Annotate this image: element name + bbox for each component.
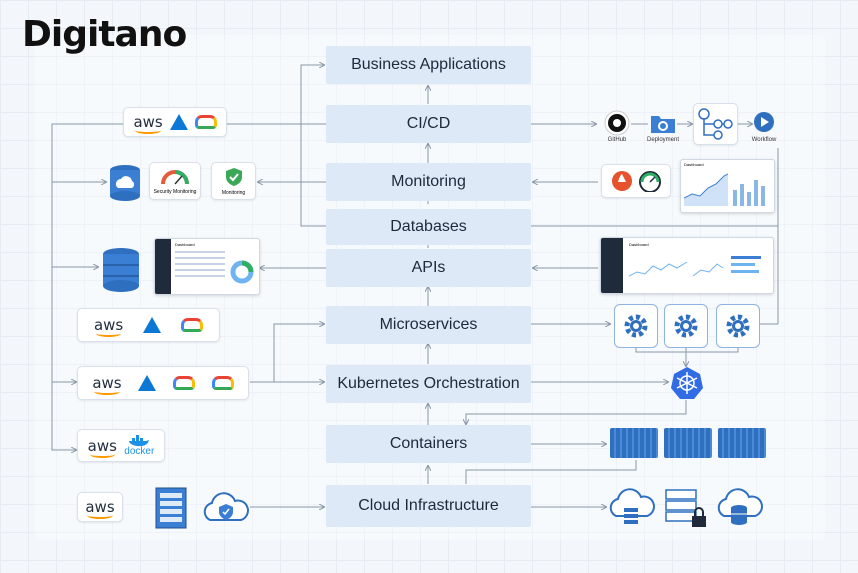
microservice-box-3	[716, 304, 760, 348]
monitoring-dashboard: Dashboard	[680, 159, 775, 213]
cloud-providers-card-microservices: aws	[77, 308, 220, 342]
shield-icon	[225, 167, 242, 186]
layer-cloud-infrastructure: Cloud Infrastructure	[326, 485, 531, 527]
aws-docker-card: aws docker	[77, 429, 165, 462]
cloud-upload-database-icon	[110, 165, 140, 201]
cloud-providers-card-kubernetes: aws	[77, 366, 249, 400]
server-lock-icon	[665, 489, 706, 527]
server-rack-icon	[155, 487, 187, 529]
layer-monitoring: Monitoring	[326, 163, 531, 201]
prometheus-icon	[611, 171, 632, 191]
bar-chart-icon	[733, 180, 765, 206]
folder-gear-icon	[651, 116, 675, 133]
aws-logo: aws	[92, 374, 122, 395]
gear-icon	[624, 314, 648, 338]
google-cloud-icon	[172, 376, 195, 390]
docker-logo: docker	[124, 434, 154, 457]
azure-icon	[169, 114, 188, 130]
microservice-box-1	[614, 304, 658, 348]
workflow-label: Workflow	[751, 137, 777, 143]
gauge-icon	[638, 171, 661, 192]
aws-card-cloud: aws	[77, 492, 123, 522]
github-icon	[604, 110, 630, 136]
brand-logo: Digitano	[22, 14, 187, 55]
kubernetes-icon	[671, 367, 703, 399]
play-icon	[754, 112, 774, 132]
donut-chart-icon	[230, 260, 254, 284]
deployment-label: Deployment	[646, 137, 679, 143]
line-chart-icon	[629, 261, 688, 277]
layer-apis: APIs	[326, 249, 531, 287]
cloud-providers-card-cicd: aws	[123, 107, 227, 137]
layer-business-applications: Business Applications	[326, 46, 531, 84]
gear-icon	[726, 314, 750, 338]
microservice-box-2	[664, 304, 708, 348]
workflow-diagram-card	[693, 103, 738, 145]
cloud-server-icon	[609, 488, 655, 524]
workflow-icon	[697, 108, 733, 140]
container-icon	[718, 428, 766, 458]
monitoring-tools-card	[601, 164, 671, 198]
api-dashboard-left: Dashboard	[154, 238, 260, 295]
layer-microservices: Microservices	[326, 306, 531, 344]
dashboard-sidebar	[155, 239, 171, 294]
github-label: GitHub	[607, 137, 627, 143]
google-cloud-icon	[211, 376, 234, 390]
gauge-icon	[161, 170, 189, 185]
azure-icon	[138, 375, 157, 391]
container-icon	[610, 428, 658, 458]
api-dashboard-right: Dashboard	[600, 237, 774, 294]
layer-databases: Databases	[326, 209, 531, 245]
layer-cicd: CI/CD	[326, 105, 531, 143]
database-icon	[103, 248, 139, 292]
logo-text: Digitano	[22, 14, 187, 55]
area-chart-icon	[684, 173, 728, 206]
line-chart-icon	[693, 263, 724, 277]
layer-containers: Containers	[326, 425, 531, 463]
aws-logo: aws	[133, 113, 163, 134]
gear-icon	[674, 314, 698, 338]
azure-icon	[143, 317, 162, 333]
container-icon	[664, 428, 712, 458]
google-cloud-icon	[181, 318, 204, 332]
google-cloud-icon	[194, 115, 217, 129]
monitoring-card: Monitoring	[211, 162, 256, 200]
cloud-shield-icon	[203, 492, 249, 521]
security-monitoring-card: Security Monitoring	[149, 162, 201, 200]
layer-kubernetes-orchestration: Kubernetes Orchestration	[326, 365, 531, 403]
docker-whale-icon	[129, 434, 150, 446]
dashboard-sidebar	[601, 238, 623, 293]
cloud-database-icon	[717, 488, 763, 525]
aws-logo: aws	[85, 498, 115, 519]
aws-logo: aws	[87, 436, 117, 458]
aws-logo: aws	[93, 316, 124, 337]
